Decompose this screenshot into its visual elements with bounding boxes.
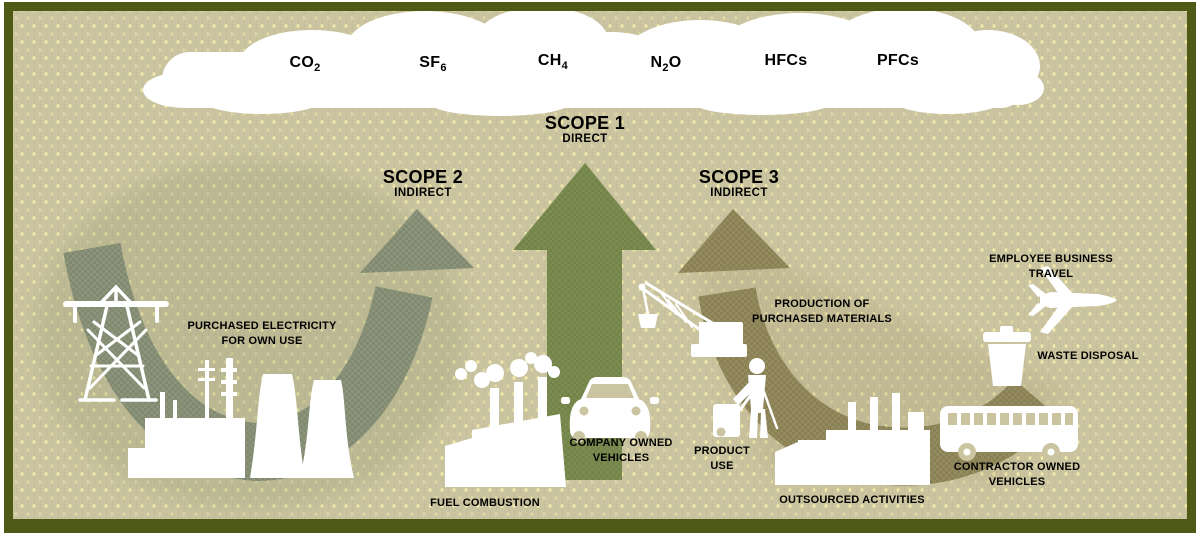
emissions-cloud-icon [143, 7, 1044, 116]
scope1-heading: SCOPE 1 DIRECT [545, 114, 625, 147]
gas-sf6: SF6 [419, 54, 447, 74]
trash-can-icon [983, 326, 1031, 386]
label-production-purchased-materials: PRODUCTION OF PURCHASED MATERIALS [752, 298, 892, 325]
label-waste-disposal: WASTE DISPOSAL [1037, 350, 1139, 362]
scope1-title: SCOPE 1 [544, 113, 626, 133]
label-employee-business-travel: EMPLOYEE BUSINESS TRAVEL [989, 253, 1113, 280]
person-product-use-icon [713, 358, 779, 438]
scope3-subtitle: INDIRECT [710, 186, 768, 199]
label-company-owned-vehicles: COMPANY OWNED VEHICLES [569, 437, 673, 464]
label-contractor-owned-vehicles: CONTRACTOR OWNED VEHICLES [953, 461, 1081, 488]
factory-outsourced-icon [775, 393, 930, 485]
scope3-heading: SCOPE 3 INDIRECT [699, 168, 779, 201]
scope2-heading: SCOPE 2 INDIRECT [383, 168, 463, 201]
gas-ch4: CH4 [537, 52, 569, 72]
airplane-icon [1028, 266, 1117, 334]
label-purchased-electricity: PURCHASED ELECTRICITY FOR OWN USE [187, 320, 337, 347]
scope3-title: SCOPE 3 [698, 167, 780, 187]
scope2-subtitle: INDIRECT [394, 186, 452, 199]
label-outsourced-activities: OUTSOURCED ACTIVITIES [779, 494, 925, 506]
factory-chimneys-icon [445, 352, 566, 487]
power-plant-icon [128, 358, 354, 478]
gas-n2o: N2O [650, 54, 682, 74]
crane-icon [638, 281, 747, 357]
gas-pfcs: PFCs [876, 52, 920, 69]
car-icon [561, 377, 659, 443]
gas-hfcs: HFCs [764, 52, 808, 69]
scope1-subtitle: DIRECT [562, 132, 608, 145]
scope2-title: SCOPE 2 [382, 167, 464, 187]
gas-co2: CO2 [289, 54, 321, 74]
label-product-use: PRODUCT USE [694, 445, 750, 472]
transmission-tower-icon [63, 284, 169, 402]
label-fuel-combustion: FUEL COMBUSTION [430, 497, 540, 509]
bus-icon [940, 406, 1078, 461]
